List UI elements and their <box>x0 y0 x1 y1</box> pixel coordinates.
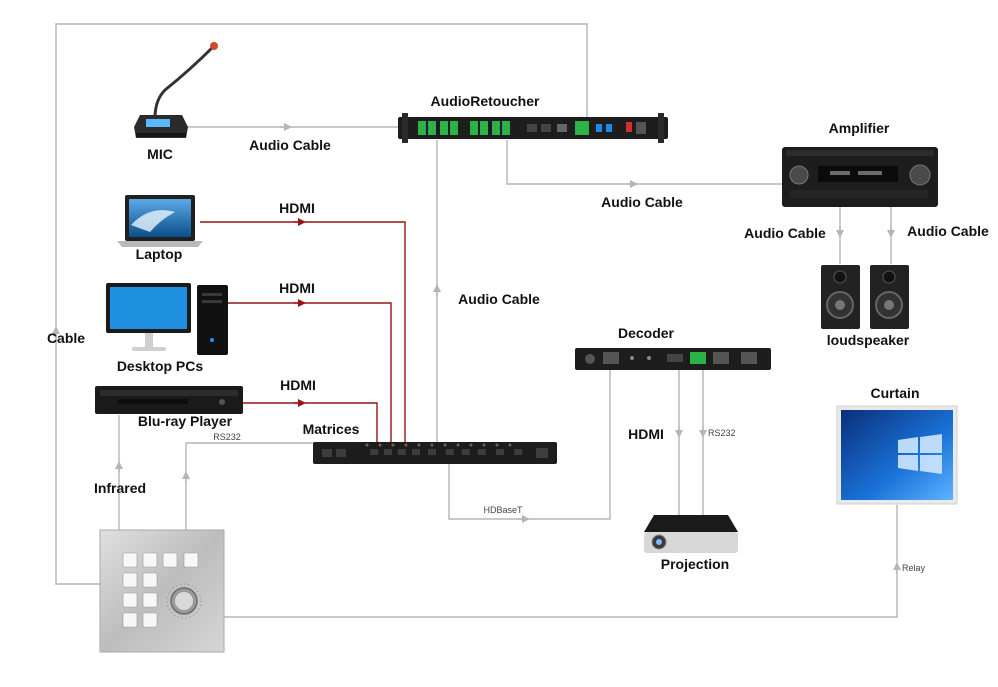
projector-device <box>644 515 738 553</box>
hdbaset-label: HDBaseT <box>483 505 523 515</box>
audio-retoucher-device <box>398 113 668 143</box>
amplifier-device <box>782 147 938 207</box>
hdmi-desktop-line <box>228 302 392 456</box>
decoder-label: Decoder <box>618 325 675 341</box>
desktop-pc-device <box>106 283 228 355</box>
audio-cable-matrix-label: Audio Cable <box>458 291 540 307</box>
hdmi-laptop-line <box>200 221 406 456</box>
matrix-device <box>313 442 557 464</box>
relay-line <box>224 505 898 618</box>
cable-loop-line <box>55 23 588 585</box>
audio-cable-mic-label: Audio Cable <box>249 137 331 153</box>
hdmi-bluray-line <box>243 402 378 456</box>
hdmi-projection-label: HDMI <box>628 426 664 442</box>
desktop-pcs-label: Desktop PCs <box>117 358 204 374</box>
audio-cable-spk-right-label: Audio Cable <box>907 223 989 239</box>
hdmi-bluray-label: HDMI <box>280 377 316 393</box>
mic-device <box>134 42 218 138</box>
mic-label: MIC <box>147 146 173 162</box>
curtain-device <box>836 405 958 505</box>
cable-left-label: Cable <box>47 330 85 346</box>
connection-lines <box>52 23 901 618</box>
decoder-device <box>575 348 771 370</box>
projection-label: Projection <box>661 556 729 572</box>
curtain-label: Curtain <box>871 385 920 401</box>
infrared-label: Infrared <box>94 480 146 496</box>
rs232-panel-label: RS232 <box>213 432 241 442</box>
connection-labels: Audio Cable Audio Cable Audio Cable Audi… <box>47 137 989 573</box>
relay-label: Relay <box>902 563 926 573</box>
audio-cable-spk-left-label: Audio Cable <box>744 225 826 241</box>
loudspeaker-label: loudspeaker <box>827 332 910 348</box>
laptop-label: Laptop <box>136 246 183 262</box>
control-panel-device <box>99 529 225 653</box>
bluray-device <box>95 386 243 414</box>
audio-retoucher-label: AudioRetoucher <box>431 93 540 109</box>
bluray-label: Blu-ray Player <box>138 413 233 429</box>
hdmi-desktop-label: HDMI <box>279 280 315 296</box>
laptop-device <box>117 195 203 247</box>
audio-cable-amp-label: Audio Cable <box>601 194 683 210</box>
device-labels: MIC AudioRetoucher Amplifier Laptop Desk… <box>117 93 920 572</box>
hdmi-laptop-label: HDMI <box>279 200 315 216</box>
loudspeaker-left-device <box>821 265 860 329</box>
loudspeaker-right-device <box>870 265 909 329</box>
amp-audio-line <box>506 140 782 185</box>
rs232-projection-label: RS232 <box>708 428 736 438</box>
matrices-label: Matrices <box>303 421 360 437</box>
rs232-panel-line <box>185 442 313 530</box>
amplifier-label: Amplifier <box>829 120 890 136</box>
